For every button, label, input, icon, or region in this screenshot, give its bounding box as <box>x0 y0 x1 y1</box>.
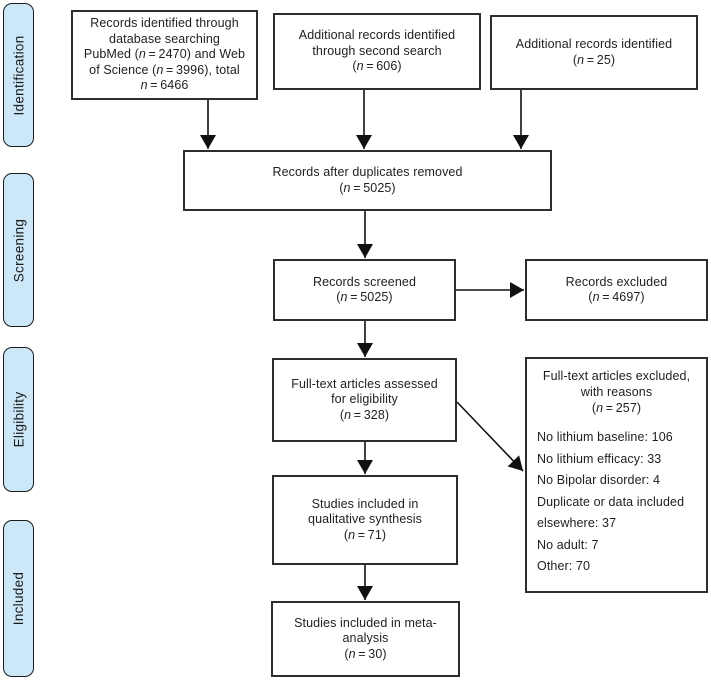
box-text: Records after duplicates removed(n = 502… <box>272 165 463 195</box>
stage-label-eligibility: Eligibility <box>3 347 34 492</box>
arrow-fulltext-to-reasons <box>456 401 524 472</box>
stage-label-included: Included <box>3 520 34 677</box>
stage-label-text: Screening <box>11 218 26 282</box>
box-text: Records screened(n = 5025) <box>312 274 417 305</box>
box-text: Studies included in meta-analysis(n = 30… <box>294 615 437 661</box>
stage-label-text: Identification <box>11 35 26 115</box>
box-meta-analysis: Studies included in meta-analysis(n = 30… <box>271 601 460 677</box>
box-text: Records excluded(n = 4697) <box>565 274 668 305</box>
box-records-excluded: Records excluded(n = 4697) <box>525 259 708 321</box>
box-fulltext-excluded-reasons: Full-text articles excluded,with reasons… <box>525 357 708 593</box>
stage-label-screening: Screening <box>3 173 34 327</box>
stage-label-identification: Identification <box>3 3 34 147</box>
box-text: Additional records identified(n = 25) <box>515 37 673 67</box>
exclusion-reasons-header: Full-text articles excluded,with reasons… <box>542 369 691 415</box>
stage-label-text: Included <box>11 571 27 626</box>
box-records-after-duplicates-removed: Records after duplicates removed(n = 502… <box>183 150 552 211</box>
stage-label-text: Eligibility <box>11 391 27 448</box>
box-additional-records-identified: Additional records identified(n = 25) <box>490 15 698 90</box>
box-records-screened: Records screened(n = 5025) <box>273 259 456 321</box>
